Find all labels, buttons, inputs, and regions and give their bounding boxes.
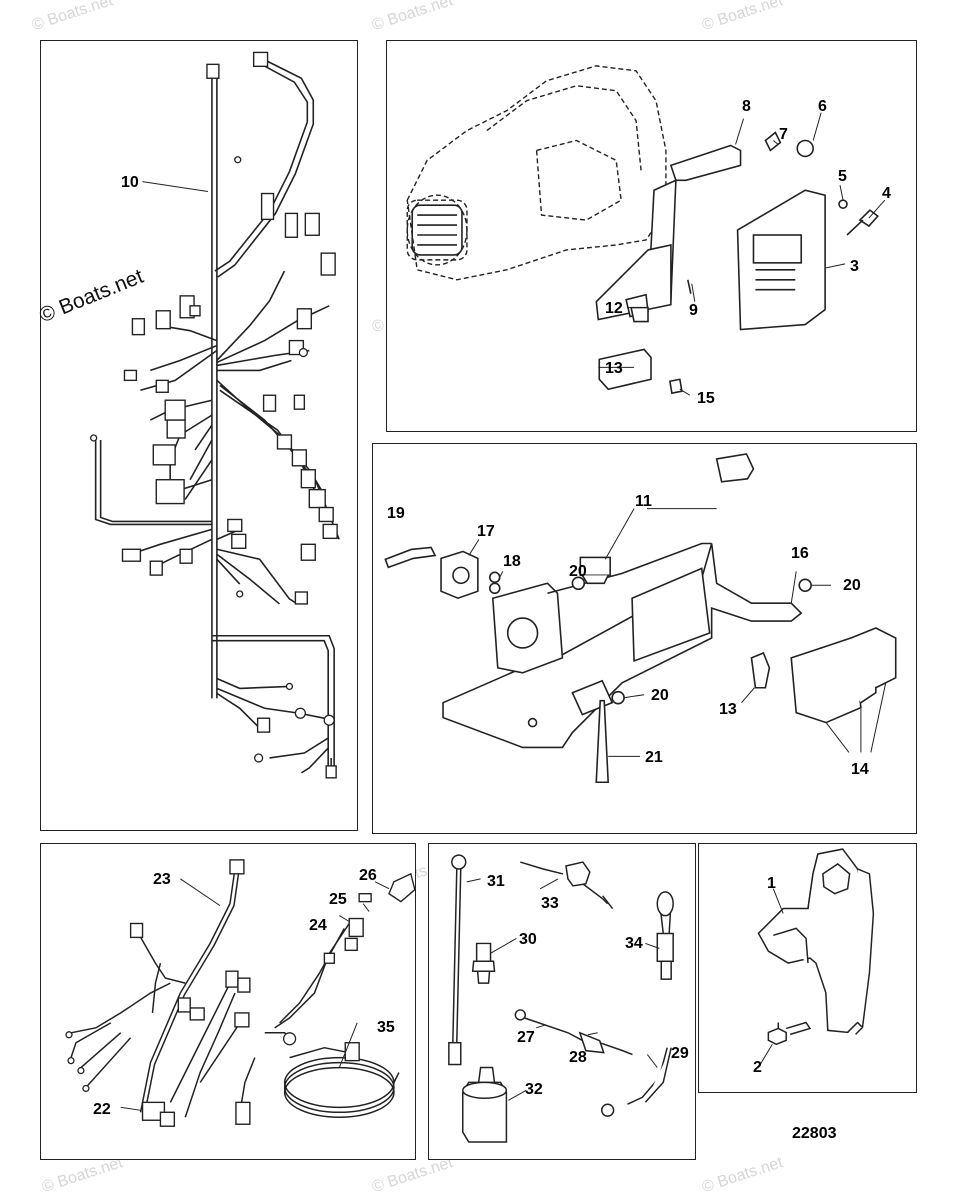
figure-number: 22803 — [792, 1125, 837, 1142]
callout-28: 28 — [569, 1049, 587, 1066]
callout-2: 2 — [753, 1059, 762, 1076]
callout-29: 29 — [671, 1045, 689, 1062]
callout-33: 33 — [541, 895, 559, 912]
wiring-harness-panel: 10 — [40, 40, 358, 831]
callout-18: 18 — [503, 553, 521, 570]
callout-25: 25 — [329, 891, 347, 908]
sensors-drawing — [448, 854, 674, 1143]
callout-1: 1 — [767, 875, 776, 892]
callout-20: 20 — [651, 687, 669, 704]
callout-27: 27 — [517, 1029, 535, 1046]
callout-20: 20 — [569, 563, 587, 580]
callout-14: 14 — [851, 761, 869, 778]
callout-23: 23 — [153, 871, 171, 888]
sensors-panel: 31 33 30 34 27 28 29 32 — [428, 843, 696, 1160]
callout-30: 30 — [519, 931, 537, 948]
watermark: © Boats.net — [700, 0, 785, 35]
callout-22: 22 — [93, 1101, 111, 1118]
relay-bracket-panel: 11 19 17 18 20 16 20 20 13 14 21 — [372, 443, 917, 834]
callout-20: 20 — [843, 577, 861, 594]
bracket-panel: 1 2 — [698, 843, 917, 1093]
callout-13: 13 — [605, 360, 623, 377]
callout-19: 19 — [387, 505, 405, 522]
callout-11: 11 — [635, 493, 652, 510]
callout-10: 10 — [121, 174, 139, 191]
callout-8: 8 — [742, 98, 751, 115]
harnesses-lower-drawing — [65, 859, 415, 1127]
ecm-mount-drawing — [406, 65, 886, 396]
callout-32: 32 — [525, 1081, 543, 1098]
callout-35: 35 — [377, 1019, 395, 1036]
callout-34: 34 — [625, 935, 643, 952]
harnesses-lower-panel: 23 26 25 24 35 22 — [40, 843, 416, 1160]
callout-9: 9 — [689, 302, 698, 319]
watermark: © Boats.net — [700, 1154, 785, 1197]
callout-13: 13 — [719, 701, 737, 718]
callout-7: 7 — [779, 126, 788, 143]
callout-3: 3 — [850, 258, 859, 275]
callout-6: 6 — [818, 98, 827, 115]
callout-21: 21 — [645, 749, 663, 766]
callout-5: 5 — [838, 168, 847, 185]
callout-16: 16 — [791, 545, 809, 562]
ecm-mount-panel: 8 6 7 5 4 3 9 12 13 15 — [386, 40, 917, 432]
relay-bracket-drawing — [384, 453, 897, 784]
callout-4: 4 — [882, 185, 891, 202]
callout-26: 26 — [359, 867, 377, 884]
watermark: © Boats.net — [370, 1154, 455, 1197]
callout-31: 31 — [487, 873, 505, 890]
callout-24: 24 — [309, 917, 327, 934]
watermark: © Boats.net — [40, 1154, 125, 1197]
watermark: © Boats.net — [370, 0, 455, 35]
callout-15: 15 — [697, 390, 715, 407]
wiring-harness-drawing — [90, 51, 340, 779]
callout-17: 17 — [477, 523, 495, 540]
bracket-drawing — [757, 848, 875, 1065]
watermark: © Boats.net — [30, 0, 115, 35]
callout-12: 12 — [605, 300, 623, 317]
